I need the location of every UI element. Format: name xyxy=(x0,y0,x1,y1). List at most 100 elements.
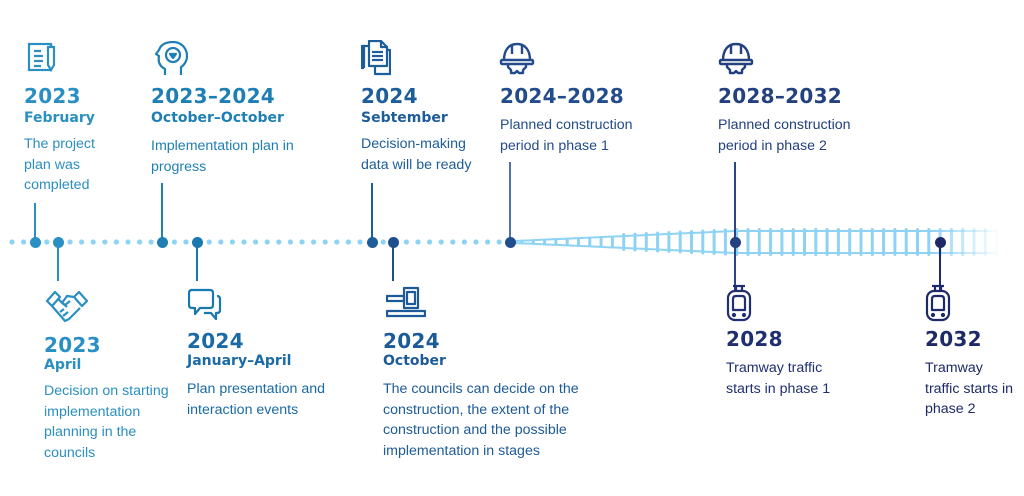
rail-sleeper xyxy=(543,238,547,246)
event-year: 2032 xyxy=(925,327,982,351)
track-dot xyxy=(148,239,154,245)
rail-sleeper xyxy=(882,228,886,256)
track-dot xyxy=(229,239,235,245)
track-dot xyxy=(171,239,177,245)
track-dot xyxy=(90,239,96,245)
rail-sleeper xyxy=(814,228,818,256)
event-period: February xyxy=(24,110,95,126)
documents-icon xyxy=(361,40,391,76)
event-marker[interactable] xyxy=(156,236,168,248)
rail-sleeper xyxy=(712,228,716,256)
track-dot xyxy=(264,239,270,245)
rail-sleeper xyxy=(916,228,919,256)
event-description: Decision on starting implementation plan… xyxy=(44,383,169,461)
rail-line-bottom xyxy=(514,242,1000,254)
handshake-icon xyxy=(45,289,89,325)
rail-sleeper xyxy=(531,239,535,245)
event-connector xyxy=(161,183,163,241)
track-dot xyxy=(287,239,293,245)
rail-sleeper xyxy=(870,228,874,256)
event-year: 2024 xyxy=(187,329,244,353)
rail-sleeper xyxy=(904,228,908,256)
track-dot xyxy=(44,239,50,245)
rail-sleeper xyxy=(757,228,761,256)
event-year: 2024 xyxy=(361,84,418,108)
event-year: 2023 xyxy=(44,333,101,357)
speech-bubbles-icon xyxy=(188,288,222,322)
dotted-timeline-line xyxy=(9,239,514,245)
rail-sleeper xyxy=(644,232,648,252)
event-year: 2023 xyxy=(24,84,81,108)
track-dot xyxy=(183,239,189,245)
event-marker[interactable] xyxy=(29,236,41,248)
rail-sleeper xyxy=(520,239,524,245)
track-dot xyxy=(218,239,224,245)
rail-sleeper xyxy=(995,228,999,256)
event-year: 2024–2028 xyxy=(500,84,625,108)
event-year: 2024 xyxy=(383,329,440,353)
rail-sleeper xyxy=(701,229,705,255)
event-year: 2028–2032 xyxy=(718,84,843,108)
track-dot xyxy=(461,239,467,245)
rail-sleeper xyxy=(780,228,784,256)
document-pen-icon xyxy=(26,41,58,73)
event-description: Tramway traffic starts in phase 1 xyxy=(726,360,831,397)
tram-rails xyxy=(514,228,1000,256)
event-description: Planned construction period in phase 1 xyxy=(500,117,633,154)
track-dot xyxy=(102,239,108,245)
rail-sleeper xyxy=(723,228,727,256)
rail-sleeper xyxy=(667,231,671,253)
track-dot xyxy=(438,239,444,245)
gavel-icon xyxy=(386,286,426,318)
track-dot xyxy=(334,239,340,245)
track-dot xyxy=(380,239,386,245)
event-marker[interactable] xyxy=(934,236,946,248)
rail-sleeper xyxy=(565,237,569,247)
rail-sleeper xyxy=(633,232,637,252)
rail-line-top xyxy=(514,230,1000,242)
track-dot xyxy=(496,239,502,245)
rail-sleeper xyxy=(927,228,931,256)
rail-sleeper xyxy=(825,228,829,256)
track-dot xyxy=(357,239,363,245)
rail-sleeper xyxy=(610,235,614,249)
track-dot xyxy=(322,239,328,245)
rail-sleeper xyxy=(983,228,987,256)
track-dot xyxy=(450,239,456,245)
hard-hat-icon xyxy=(718,40,754,76)
event-marker[interactable] xyxy=(387,236,399,248)
track-dot xyxy=(137,239,143,245)
rail-sleeper xyxy=(859,228,863,256)
track-dot xyxy=(403,239,409,245)
event-description: Tramway traffic starts in phase 2 xyxy=(925,360,1014,417)
tram-icon xyxy=(726,284,752,322)
event-period: Sebtember xyxy=(361,110,448,126)
event-connector xyxy=(196,243,198,281)
event-period: January–April xyxy=(187,353,292,369)
event-connector xyxy=(371,183,373,241)
rail-sleeper xyxy=(791,228,795,256)
rail-sleeper xyxy=(554,238,558,246)
event-marker[interactable] xyxy=(729,236,741,248)
track-dot xyxy=(485,239,491,245)
event-marker[interactable] xyxy=(504,236,516,248)
track-dot xyxy=(345,239,351,245)
rail-sleeper xyxy=(577,237,580,247)
track-dot xyxy=(21,239,27,245)
event-marker[interactable] xyxy=(191,236,203,248)
event-description: Implementation plan in progress xyxy=(151,138,294,175)
event-connector xyxy=(734,162,736,292)
rail-sleeper xyxy=(836,228,840,256)
event-connector xyxy=(939,243,941,291)
track-dot xyxy=(276,239,282,245)
track-dot xyxy=(415,239,421,245)
event-connector xyxy=(57,243,59,281)
rail-sleeper xyxy=(599,236,603,248)
rail-sleeper xyxy=(949,228,953,256)
track-dot xyxy=(79,239,85,245)
track-dot xyxy=(113,239,119,245)
event-marker[interactable] xyxy=(366,236,378,248)
event-marker[interactable] xyxy=(52,236,64,248)
rail-sleeper xyxy=(746,228,750,256)
track-dot xyxy=(206,239,212,245)
